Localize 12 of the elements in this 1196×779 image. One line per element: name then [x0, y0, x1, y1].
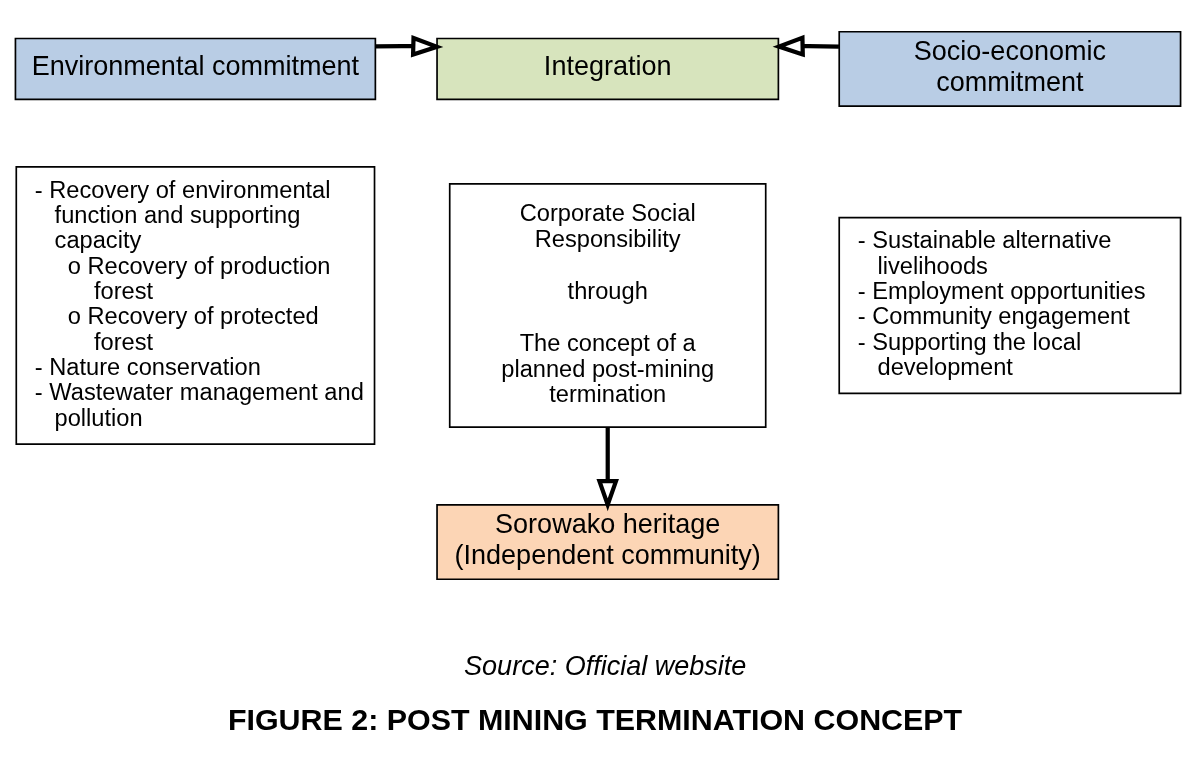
- node-box: Environmental commitment: [14, 37, 377, 100]
- arrow: [596, 426, 619, 511]
- arrow: [375, 34, 444, 57]
- label: Source: Official website: [464, 650, 747, 681]
- node-box: - Recovery of environmental function and supporting capacity o Recovery of production forest o Recovery of protected forest - Nature conservation - Wastewater management and pollution: [15, 165, 376, 445]
- arrow: [772, 34, 839, 57]
- node-box: Corporate Social Responsibility through The concept of a planned post-mining termination: [448, 182, 767, 428]
- node-box: - Sustainable alternative livelihoods - Employment opportunities - Community engagement - Supporting the local development: [838, 216, 1182, 394]
- node-box: Integration: [436, 37, 780, 100]
- node-box: Socio-economic commitment: [838, 30, 1182, 107]
- caption: FIGURE 2: POST MINING TERMINATION CONCEPT: [227, 701, 963, 736]
- node-box: Sorowako heritage (Independent community): [436, 503, 780, 580]
